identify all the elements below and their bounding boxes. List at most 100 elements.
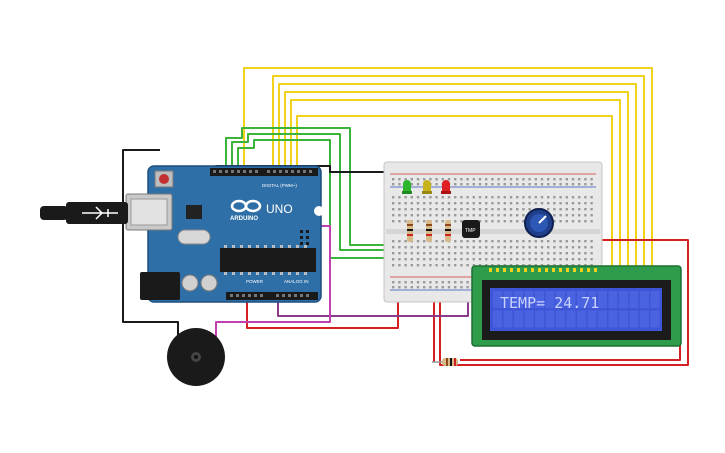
breadboard-hole: [435, 214, 438, 217]
breadboard-hole: [590, 264, 593, 267]
breadboard-hole: [571, 258, 575, 261]
breadboard-hole: [416, 183, 420, 186]
breadboard-hole: [416, 252, 420, 255]
analog-header-label: ANALOG IN: [284, 279, 309, 284]
breadboard-hole: [404, 178, 407, 181]
breadboard-hole: [590, 240, 593, 243]
breadboard-hole: [441, 258, 444, 261]
breadboard-hole: [516, 246, 519, 249]
breadboard-hole: [392, 281, 395, 284]
breadboard-hole: [590, 178, 593, 181]
breadboard-hole: [578, 252, 581, 255]
breadboard-hole: [423, 258, 426, 261]
breadboard-hole: [485, 183, 488, 186]
breadboard-hole: [509, 246, 513, 249]
breadboard-hole: [460, 220, 463, 223]
breadboard-hole: [522, 240, 525, 243]
breadboard-hole: [429, 178, 432, 181]
breadboard-hole: [423, 208, 426, 211]
led-green: [402, 180, 412, 194]
breadboard-hole: [460, 202, 463, 205]
breadboard-hole: [447, 286, 451, 289]
breadboard-hole: [522, 196, 525, 199]
breadboard-hole: [478, 202, 482, 205]
breadboard-hole: [553, 240, 556, 243]
breadboard-hole: [410, 196, 413, 199]
breadboard-hole: [565, 196, 568, 199]
breadboard-hole: [441, 178, 444, 181]
breadboard-hole: [398, 220, 401, 223]
breadboard-hole: [423, 220, 426, 223]
breadboard-hole: [534, 178, 537, 181]
breadboard-hole: [447, 264, 451, 267]
breadboard-hole: [441, 286, 444, 289]
breadboard-hole: [497, 183, 500, 186]
breadboard-hole: [410, 214, 413, 217]
breadboard-hole: [485, 220, 488, 223]
breadboard-hole: [423, 246, 426, 249]
breadboard-hole: [423, 286, 426, 289]
breadboard-hole: [485, 258, 488, 261]
breadboard-hole: [547, 252, 550, 255]
breadboard-hole: [491, 240, 494, 243]
lcd-cell: [556, 291, 565, 308]
breadboard-hole: [472, 178, 475, 181]
breadboard-hole: [410, 202, 413, 205]
breadboard-hole: [466, 240, 469, 243]
breadboard-hole: [534, 258, 537, 261]
breadboard-hole: [392, 252, 395, 255]
breadboard-hole: [559, 246, 562, 249]
breadboard-hole: [460, 196, 463, 199]
breadboard-hole: [571, 220, 575, 223]
breadboard-hole: [441, 196, 444, 199]
breadboard-hole: [565, 220, 568, 223]
breadboard-hole: [571, 178, 575, 181]
breadboard-hole: [553, 264, 556, 267]
lcd-cell: [650, 291, 660, 308]
breadboard-hole: [578, 196, 581, 199]
breadboard-hole: [423, 196, 426, 199]
breadboard-hole: [528, 246, 531, 249]
breadboard-hole: [466, 196, 469, 199]
breadboard-hole: [497, 246, 500, 249]
breadboard-hole: [478, 196, 482, 199]
breadboard-hole: [528, 252, 531, 255]
breadboard-hole: [497, 202, 500, 205]
breadboard-hole: [423, 281, 426, 284]
lcd-cell: [629, 291, 639, 308]
lcd-cell: [640, 310, 649, 328]
breadboard-hole: [478, 258, 482, 261]
breadboard-hole: [398, 183, 401, 186]
digital-header: [210, 168, 318, 176]
breadboard-hole: [441, 264, 444, 267]
breadboard-hole: [491, 264, 494, 267]
breadboard-hole: [516, 264, 519, 267]
breadboard-hole: [416, 220, 420, 223]
breadboard-hole: [578, 240, 581, 243]
breadboard-hole: [547, 196, 550, 199]
breadboard-hole: [404, 264, 407, 267]
breadboard-hole: [410, 258, 413, 261]
breadboard-hole: [509, 258, 513, 261]
breadboard-hole: [509, 183, 513, 186]
lcd-cell: [524, 310, 534, 328]
breadboard-hole: [404, 246, 407, 249]
breadboard-hole: [423, 178, 426, 181]
breadboard-hole: [398, 178, 401, 181]
breadboard-hole: [503, 246, 506, 249]
breadboard-hole: [509, 220, 513, 223]
breadboard-hole: [416, 208, 420, 211]
breadboard-hole: [416, 214, 420, 217]
breadboard-hole: [565, 183, 568, 186]
breadboard-hole: [516, 183, 519, 186]
lcd-cell: [503, 310, 513, 328]
breadboard-hole: [472, 214, 475, 217]
breadboard-hole: [497, 208, 500, 211]
breadboard-hole: [398, 264, 401, 267]
breadboard-hole: [516, 220, 519, 223]
breadboard-hole: [447, 252, 451, 255]
breadboard-hole: [435, 196, 438, 199]
lcd-cell: [524, 291, 534, 308]
breadboard-hole: [503, 252, 506, 255]
arduino-model-label: UNO: [266, 202, 293, 216]
